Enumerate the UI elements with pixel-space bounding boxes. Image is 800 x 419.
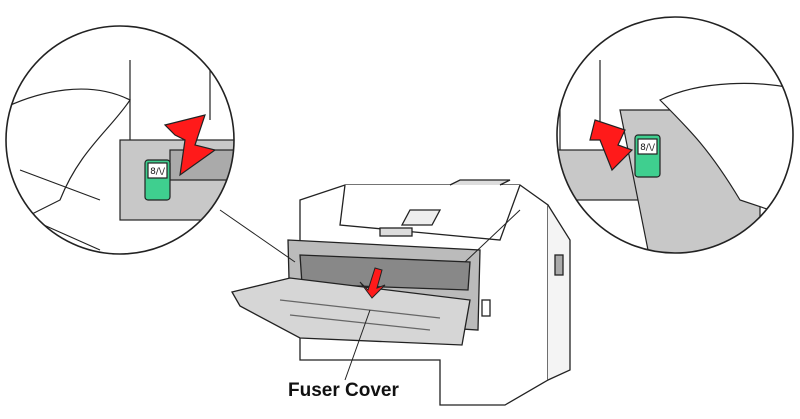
right-detail-circle: 8/\/ (556, 16, 794, 254)
printer (231, 179, 571, 406)
callout-line-left (219, 209, 296, 263)
tab-symbol: 8/\/ (150, 167, 166, 177)
left-detail-circle: 8/\/ (5, 25, 235, 255)
leader-line (344, 309, 371, 381)
tab-symbol: 8/\/ (640, 143, 656, 153)
fuser-cover-label: Fuser Cover (288, 380, 399, 401)
red-arrow-icon (589, 119, 634, 172)
red-arrow-icon (163, 114, 217, 177)
callout-line-right (464, 209, 521, 263)
red-arrow-icon (359, 267, 386, 299)
